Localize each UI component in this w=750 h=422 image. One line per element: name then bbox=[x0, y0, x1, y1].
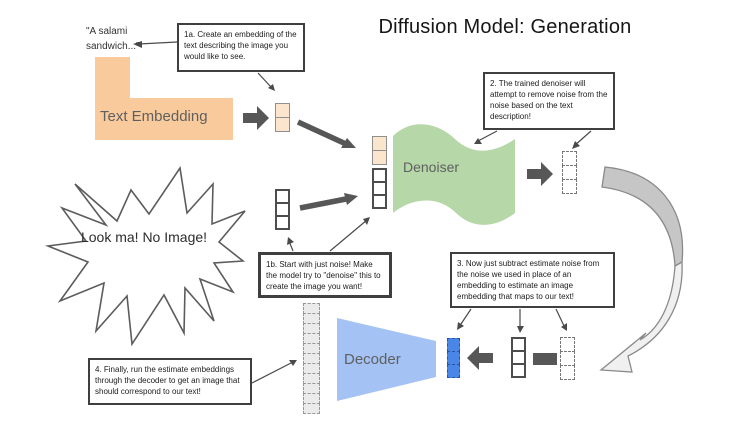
arrow-left-subtract-result-icon bbox=[467, 346, 493, 370]
minus-sign-icon bbox=[533, 353, 557, 365]
image-embedding-estimate-vector bbox=[447, 338, 460, 378]
note-step-1a: 1a. Create an embedding of the text desc… bbox=[177, 23, 305, 72]
denoiser-shape bbox=[393, 124, 515, 225]
arrow-text-vector-to-stack bbox=[296, 119, 348, 147]
stack-noise-part bbox=[372, 168, 387, 209]
text-embedding-shape bbox=[95, 57, 233, 140]
look-ma-label: Look ma! No Image! bbox=[80, 229, 208, 245]
noise-vector-bottom bbox=[511, 337, 526, 378]
denoiser-label: Denoiser bbox=[403, 159, 460, 175]
arrow-noise-vector-to-stack-head bbox=[344, 193, 358, 205]
text-embedding-vector bbox=[275, 103, 290, 132]
arrow-right-text-embedding-icon bbox=[243, 106, 269, 130]
decoder-label: Decoder bbox=[344, 351, 401, 368]
arrow-text-vector-to-stack-head bbox=[341, 138, 356, 148]
decoder-shape bbox=[337, 318, 436, 401]
noise-vector bbox=[275, 189, 290, 230]
page-title: Diffusion Model: Generation bbox=[378, 16, 632, 38]
estimated-noise-vector-top bbox=[562, 151, 577, 194]
note-step-1b: 1b. Start with just noise! Make the mode… bbox=[258, 252, 392, 298]
arrow-noise-vector-to-stack bbox=[299, 196, 347, 211]
starburst-shape bbox=[44, 165, 246, 347]
curved-arrow-lower bbox=[599, 260, 683, 373]
prompt-text: "A salami sandwich..." bbox=[86, 26, 140, 52]
note-step-3: 3. Now just subtract estimate noise from… bbox=[450, 252, 615, 308]
annotation-arrows bbox=[133, 41, 592, 384]
text-embedding-label: Text Embedding bbox=[100, 108, 208, 125]
estimated-image-column bbox=[303, 303, 320, 414]
note-step-4: 4. Finally, run the estimate embeddings … bbox=[88, 358, 252, 405]
arrow-right-denoiser-output-icon bbox=[527, 162, 553, 186]
note-step-2: 2. The trained denoiser will attempt to … bbox=[483, 72, 615, 130]
stack-text-part bbox=[372, 136, 387, 165]
estimated-noise-vector-bottom bbox=[560, 337, 575, 380]
